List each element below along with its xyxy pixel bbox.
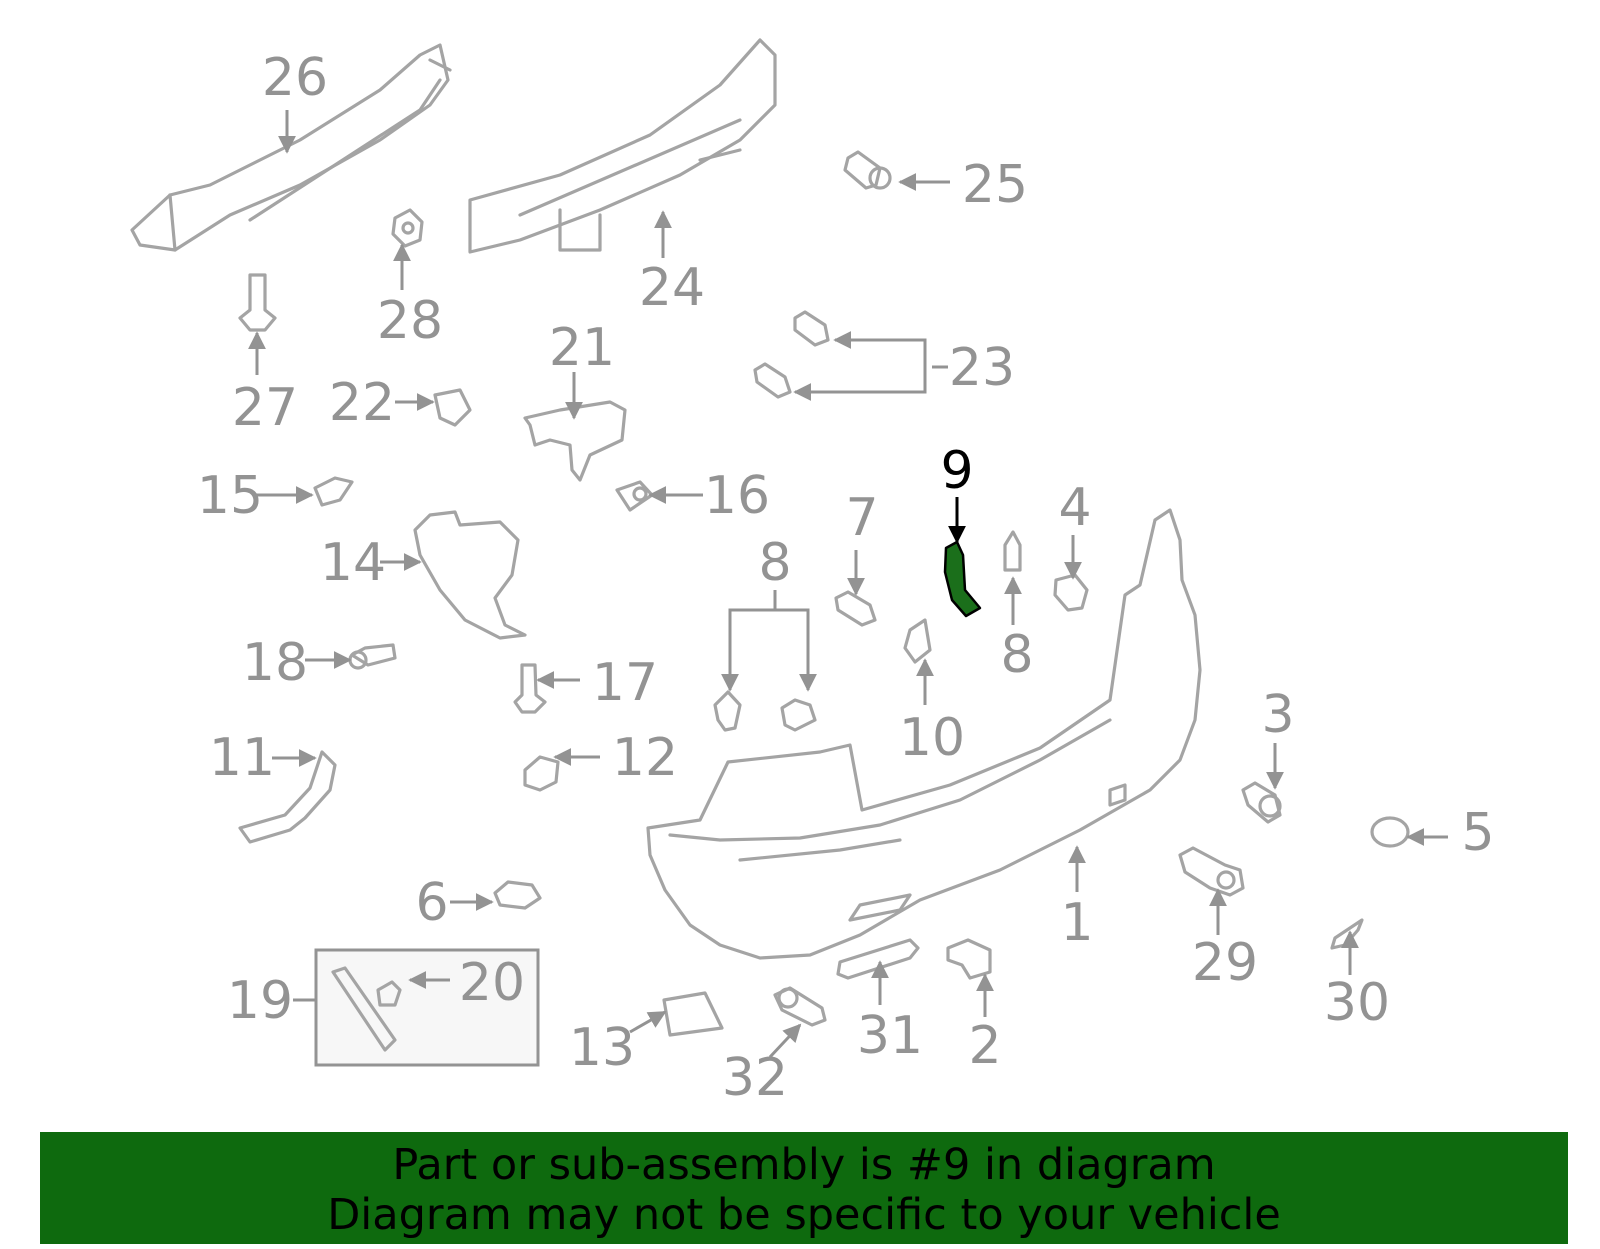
callout-label-10[interactable]: 10 (899, 708, 965, 768)
part-26-reinforcement-beam[interactable] (130, 43, 452, 252)
callout-label-9-highlighted[interactable]: 9 (940, 441, 973, 501)
callout-label-12[interactable]: 12 (612, 728, 678, 788)
highlighted-part-9-shape[interactable] (943, 540, 982, 618)
part-3-sensor[interactable] (1241, 781, 1282, 824)
callout-label-31[interactable]: 31 (857, 1006, 923, 1066)
banner-line-2: Diagram may not be specific to your vehi… (327, 1190, 1281, 1240)
part-9-highlighted-bracket[interactable] (943, 540, 982, 618)
part-10-bracket[interactable] (903, 618, 932, 664)
part-17-bolt[interactable] (513, 663, 547, 714)
callout-label-14[interactable]: 14 (320, 533, 386, 593)
callout-label-19[interactable]: 19 (227, 971, 293, 1031)
part-32-bolt[interactable] (773, 986, 827, 1027)
part-28-nut[interactable] (391, 208, 424, 248)
part-1-bumper-cover[interactable] (646, 508, 1202, 960)
callout-label-18[interactable]: 18 (242, 633, 308, 693)
part-2-bracket[interactable] (946, 938, 992, 980)
banner-line-1: Part or sub-assembly is #9 in diagram (392, 1140, 1216, 1190)
callout-label-21[interactable]: 21 (549, 318, 615, 378)
callout-label-4[interactable]: 4 (1058, 478, 1091, 538)
callout-label-13[interactable]: 13 (569, 1018, 635, 1078)
part-20-clip[interactable] (376, 980, 402, 1007)
callout-label-6[interactable]: 6 (415, 873, 448, 933)
part-11-bracket[interactable] (238, 750, 337, 844)
part-23-bolts[interactable] (753, 310, 830, 399)
part-31-trim-strip[interactable] (836, 938, 920, 980)
callout-label-32[interactable]: 32 (722, 1048, 788, 1108)
callout-label-29[interactable]: 29 (1192, 933, 1258, 993)
part-4-plug[interactable] (1053, 573, 1089, 612)
part-25-bolt[interactable] (843, 150, 892, 190)
part-12-clip[interactable] (523, 755, 560, 792)
callout-label-30[interactable]: 30 (1324, 973, 1390, 1033)
part-30-bracket[interactable] (1330, 918, 1364, 950)
callout-label-17[interactable]: 17 (592, 653, 658, 713)
part-22-cap[interactable] (433, 388, 472, 427)
part-24-energy-absorber[interactable] (468, 38, 777, 254)
callout-label-24[interactable]: 24 (639, 258, 705, 318)
part-29-bolt[interactable] (1178, 846, 1245, 897)
callout-label-1[interactable]: 1 (1060, 893, 1093, 953)
part-6-clip[interactable] (493, 880, 542, 910)
callout-label-15[interactable]: 15 (197, 466, 263, 526)
info-banner: Part or sub-assembly is #9 in diagram Di… (40, 1132, 1568, 1244)
part-5-ring[interactable] (1370, 816, 1410, 848)
callout-label-22[interactable]: 22 (329, 373, 395, 433)
callout-label-27[interactable]: 27 (232, 378, 298, 438)
callout-label-3[interactable]: 3 (1261, 685, 1294, 745)
part-16-clip[interactable] (615, 480, 654, 512)
callout-label-28[interactable]: 28 (377, 291, 443, 351)
part-27-stud-bolt[interactable] (238, 273, 277, 332)
callout-label-23[interactable]: 23 (949, 338, 1015, 398)
callout-label-16[interactable]: 16 (704, 466, 770, 526)
callout-label-8-left[interactable]: 8 (758, 533, 791, 593)
part-21-bracket[interactable] (523, 400, 627, 482)
callout-label-8-right[interactable]: 8 (1000, 625, 1033, 685)
callout-label-20[interactable]: 20 (459, 953, 525, 1013)
part-8-clip-upper[interactable] (1003, 530, 1022, 572)
part-14-splash-shield[interactable] (413, 510, 527, 640)
part-13-reflector[interactable] (662, 991, 724, 1037)
part-7-bolt[interactable] (834, 590, 877, 627)
callout-label-2[interactable]: 2 (968, 1016, 1001, 1076)
part-18-bolt[interactable] (348, 643, 397, 670)
callout-label-7[interactable]: 7 (845, 488, 878, 548)
callout-label-26[interactable]: 26 (262, 48, 328, 108)
callout-label-5[interactable]: 5 (1461, 803, 1494, 863)
callout-label-11[interactable]: 11 (209, 728, 275, 788)
part-8-clips-lower[interactable] (713, 690, 817, 732)
part-15-clip[interactable] (313, 476, 354, 507)
leader-lines (248, 110, 1448, 1059)
callout-label-25[interactable]: 25 (962, 155, 1028, 215)
part-19-kit-box[interactable] (314, 948, 540, 1067)
callout-labels: 26 24 25 28 27 22 21 23 15 16 14 9 4 7 8… (197, 48, 1495, 1108)
